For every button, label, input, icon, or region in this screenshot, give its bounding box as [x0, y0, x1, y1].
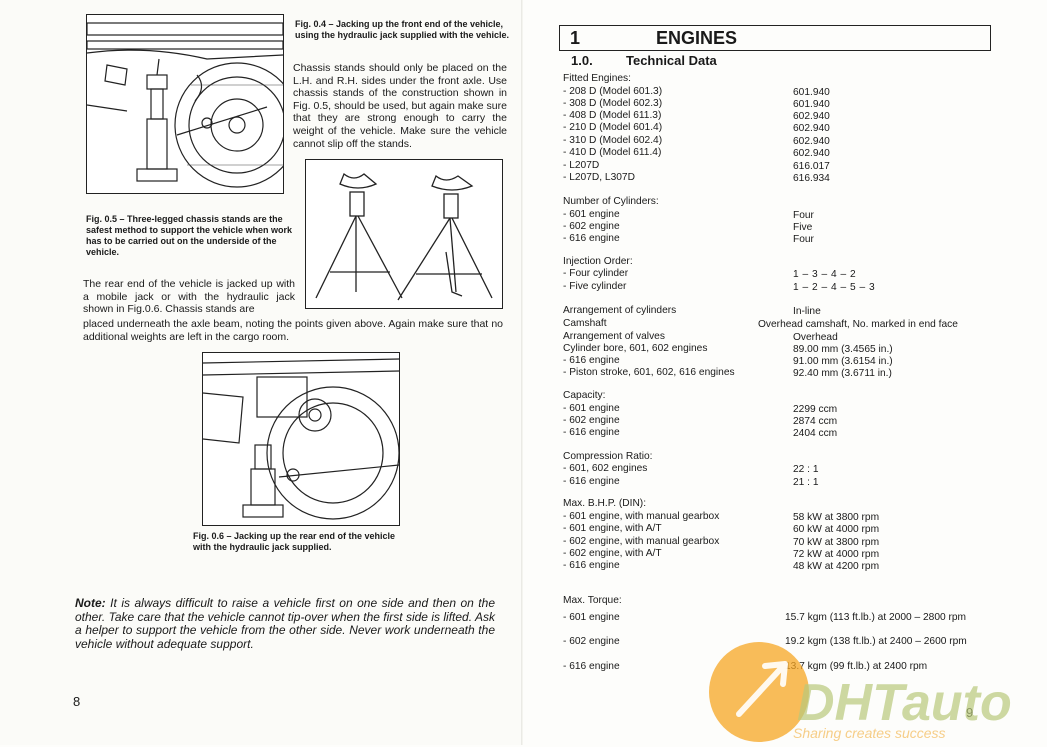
spec-label: Max. B.H.P. (DIN):	[563, 498, 647, 509]
chapter-header-box: 1 ENGINES	[559, 25, 991, 51]
spec-value: 19.2 kgm (138 ft.lb.) at 2400 – 2600 rpm	[785, 636, 967, 647]
spec-value: Overhead	[793, 332, 838, 343]
spec-value: In-line	[793, 306, 821, 317]
spec-label: - 602 engine	[563, 636, 620, 647]
spec-label: - 410 D (Model 611.4)	[563, 147, 662, 158]
spec-value: 58 kW at 3800 rpm	[793, 512, 880, 523]
spec-label: Compression Ratio:	[563, 451, 653, 462]
spec-value: 21 : 1	[793, 477, 819, 488]
note-text: It is always difficult to raise a vehicl…	[75, 596, 495, 651]
watermark-brand: DHTauto	[797, 674, 1012, 732]
spec-label: - 308 D (Model 602.3)	[563, 98, 663, 109]
spec-label: - 616 engine	[563, 233, 620, 244]
spec-value: Overhead camshaft, No. marked in end fac…	[758, 319, 958, 330]
spec-value: 616.934	[793, 173, 830, 184]
figure-front-jack	[86, 14, 284, 194]
rear-jack-paragraph-part1: The rear end of the vehicle is jacked up…	[83, 278, 295, 316]
spec-label: - Piston stroke, 601, 602, 616 engines	[563, 367, 735, 378]
spec-label: - 616 engine	[563, 355, 620, 366]
chassis-stands-illustration	[315, 172, 493, 301]
spec-value: 601.940	[793, 87, 830, 98]
spec-value: Four	[793, 210, 814, 221]
spec-value: 616.017	[793, 161, 830, 172]
spec-label: - 601 engine	[563, 612, 620, 623]
chapter-title: ENGINES	[656, 28, 738, 48]
watermark-logo: DHTauto Sharing creates success	[709, 642, 1012, 742]
page-number-right: 9	[966, 705, 974, 720]
figure-rear-jack	[202, 352, 400, 526]
spec-label: - 601 engine	[563, 209, 620, 220]
spec-label: Injection Order:	[563, 256, 633, 267]
spec-label: - 601 engine, with manual gearbox	[563, 511, 720, 522]
spec-label: - Five cylinder	[563, 281, 627, 292]
spec-value: 1 – 3 – 4 – 2	[793, 269, 857, 280]
page-number-left: 8	[73, 694, 81, 709]
spec-value: 72 kW at 4000 rpm	[793, 549, 880, 560]
spec-label: Capacity:	[563, 390, 606, 401]
spec-label: - 408 D (Model 611.3)	[563, 110, 662, 121]
spec-value: Five	[793, 222, 813, 233]
rear-jack-paragraph-part2: placed underneath the axle beam, noting …	[83, 318, 503, 343]
right-page: 1 ENGINES 1.0. Technical Data Fitted Eng…	[523, 0, 1047, 745]
spec-value: 2404 ccm	[793, 428, 838, 439]
spec-value: 602.940	[793, 111, 830, 122]
spec-value: 1 – 2 – 4 – 5 – 3	[793, 282, 876, 293]
section-number: 1.0.	[571, 53, 593, 68]
spec-value: Four	[793, 234, 814, 245]
spec-value: 48 kW at 4200 rpm	[793, 561, 880, 572]
watermark: DHTauto Sharing creates success	[699, 640, 1045, 742]
rear-jack-illustration	[203, 358, 399, 520]
spec-value: 602.940	[793, 136, 830, 147]
front-jack-illustration	[87, 22, 283, 188]
fig05-caption: Fig. 0.5 – Three-legged chassis stands a…	[86, 214, 293, 257]
spec-label: Camshaft	[563, 318, 607, 329]
spec-value: 602.940	[793, 123, 830, 134]
spec-label: - 601, 602 engines	[563, 463, 648, 474]
spec-label: Arrangement of cylinders	[563, 305, 677, 316]
spec-value: 601.940	[793, 99, 830, 110]
spec-label: - 616 engine	[563, 661, 620, 672]
chapter-number: 1	[570, 28, 581, 48]
spec-label: - 616 engine	[563, 476, 620, 487]
spec-label: - 602 engine, with A/T	[563, 548, 662, 559]
spec-label: Cylinder bore, 601, 602 engines	[563, 343, 708, 354]
note-block: Note: It is always difficult to raise a …	[75, 596, 495, 651]
fig06-caption: Fig. 0.6 – Jacking up the rear end of th…	[193, 531, 396, 552]
spec-value: 602.940	[793, 148, 830, 159]
spec-value: 91.00 mm (3.6154 in.)	[793, 356, 893, 367]
spec-value: 89.00 mm (3.4565 in.)	[793, 344, 893, 355]
spec-label: - 616 engine	[563, 427, 620, 438]
spec-label: - 602 engine	[563, 221, 620, 232]
spec-label: - 601 engine	[563, 403, 620, 414]
watermark-tagline: Sharing creates success	[793, 725, 946, 741]
spec-label: - 310 D (Model 602.4)	[563, 135, 663, 146]
spec-label: - L207D	[563, 160, 600, 171]
note-label: Note:	[75, 596, 106, 610]
spec-label: - 616 engine	[563, 560, 620, 571]
spec-label: - 208 D (Model 601.3)	[563, 86, 663, 97]
spec-label: - 602 engine, with manual gearbox	[563, 536, 720, 547]
spec-label: - L207D, L307D	[563, 172, 635, 183]
chassis-stands-paragraph: Chassis stands should only be placed on …	[293, 62, 507, 150]
spec-value: 2299 ccm	[793, 404, 838, 415]
spec-label: Fitted Engines:	[563, 73, 631, 84]
spec-label: Number of Cylinders:	[563, 196, 659, 207]
left-page: Fig. 0.4 – Jacking up the front end of t…	[0, 0, 523, 745]
spec-value: 60 kW at 4000 rpm	[793, 524, 880, 535]
spec-value: 92.40 mm (3.6711 in.)	[793, 368, 892, 379]
spec-value: 2874 ccm	[793, 416, 838, 427]
spec-label: - 601 engine, with A/T	[563, 523, 662, 534]
spec-label: - 602 engine	[563, 415, 620, 426]
section-title: Technical Data	[626, 53, 717, 68]
spec-value: 15.7 kgm (113 ft.lb.) at 2000 – 2800 rpm	[785, 612, 967, 623]
spec-value: 70 kW at 3800 rpm	[793, 537, 880, 548]
spec-label: Max. Torque:	[563, 595, 622, 606]
spec-label: - 210 D (Model 601.4)	[563, 122, 663, 133]
spec-label: - Four cylinder	[563, 268, 629, 279]
spec-value: 13.7 kgm (99 ft.lb.) at 2400 rpm	[785, 661, 928, 672]
figure-chassis-stands	[305, 159, 503, 309]
fig04-caption: Fig. 0.4 – Jacking up the front end of t…	[295, 19, 510, 40]
spec-label: Arrangement of valves	[563, 331, 665, 342]
spec-value: 22 : 1	[793, 464, 819, 475]
